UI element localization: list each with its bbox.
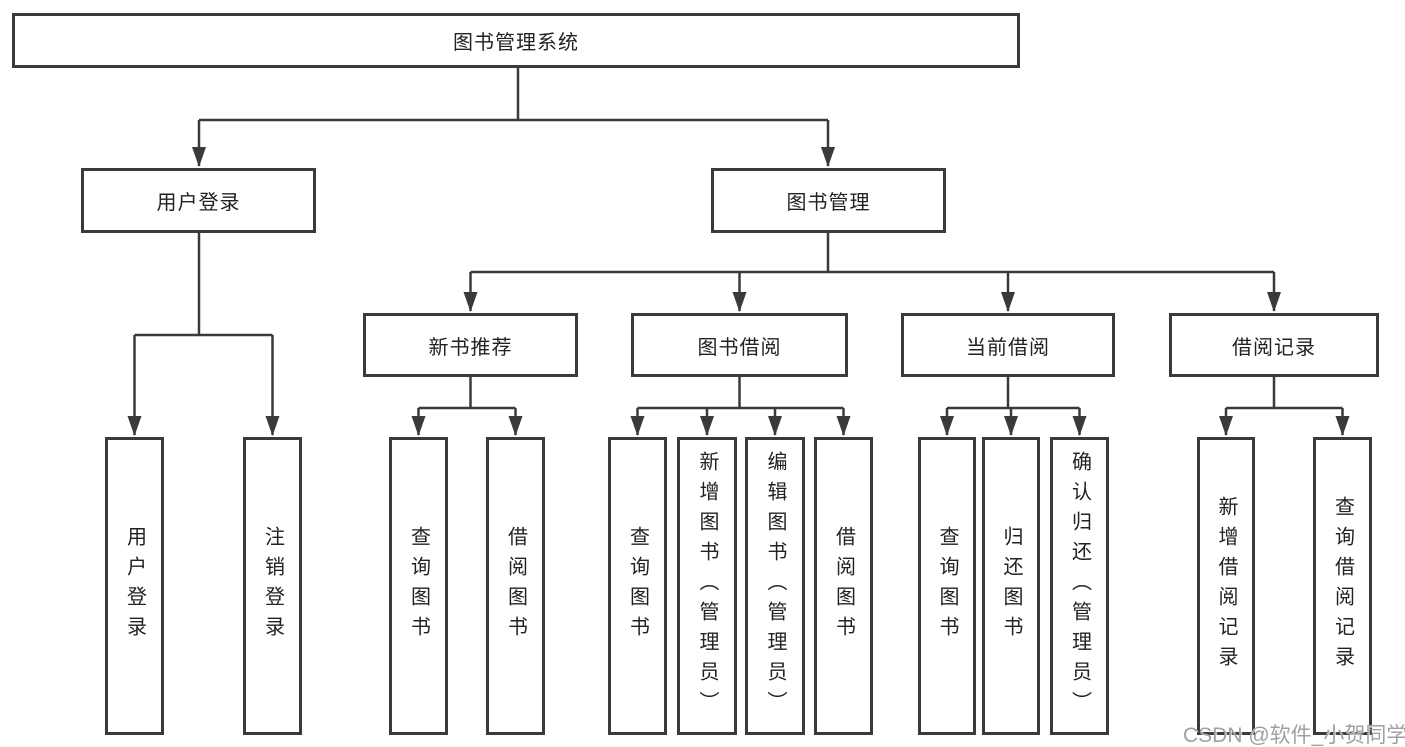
leaf-borrow-books-recommend: 借阅图书 [486, 437, 545, 735]
leaf-query-books-current-label: 查询图书 [936, 526, 958, 646]
node-borrowing-records: 借阅记录 [1169, 313, 1379, 377]
node-user-login: 用户登录 [81, 168, 316, 233]
leaf-user-login-label: 用户登录 [123, 526, 146, 646]
node-current-borrowing: 当前借阅 [901, 313, 1115, 377]
leaf-query-borrow-record: 查询借阅记录 [1313, 437, 1372, 735]
leaf-confirm-return-admin-label: 确认归还（管理员） [1068, 451, 1091, 721]
leaf-query-books-borrowing: 查询图书 [608, 437, 667, 735]
leaf-confirm-return-admin: 确认归还（管理员） [1050, 437, 1109, 735]
node-library-management-system: 图书管理系统 [12, 13, 1020, 68]
leaf-query-books-borrowing-label: 查询图书 [626, 526, 649, 646]
node-new-book-recommend-label: 新书推荐 [428, 336, 513, 359]
leaf-add-borrow-record-label: 新增借阅记录 [1215, 496, 1237, 676]
node-book-borrowing-label: 图书借阅 [697, 336, 782, 359]
leaf-borrow-books-label: 借阅图书 [832, 526, 855, 646]
leaf-add-book-admin: 新增图书（管理员） [677, 437, 737, 735]
leaf-return-book-label: 归还图书 [1000, 526, 1022, 646]
leaf-query-borrow-record-label: 查询借阅记录 [1331, 496, 1354, 676]
leaf-edit-book-admin-label: 编辑图书（管理员） [764, 451, 786, 721]
leaf-logout: 注销登录 [243, 437, 302, 735]
leaf-return-book: 归还图书 [982, 437, 1040, 735]
leaf-user-login: 用户登录 [105, 437, 164, 735]
node-book-borrowing: 图书借阅 [631, 313, 848, 377]
node-new-book-recommend: 新书推荐 [363, 313, 578, 377]
node-borrowing-records-label: 借阅记录 [1232, 336, 1316, 359]
leaf-query-books-recommend: 查询图书 [389, 437, 448, 735]
leaf-borrow-books-recommend-label: 借阅图书 [504, 526, 527, 646]
leaf-edit-book-admin: 编辑图书（管理员） [745, 437, 805, 735]
leaf-borrow-books: 借阅图书 [814, 437, 873, 735]
leaf-query-books-current: 查询图书 [918, 437, 976, 735]
node-current-borrowing-label: 当前借阅 [966, 336, 1050, 359]
node-book-management: 图书管理 [711, 168, 946, 233]
csdn-watermark: CSDN @软件_小贺同学 [1183, 724, 1405, 747]
leaf-logout-label: 注销登录 [261, 526, 284, 646]
leaf-query-books-recommend-label: 查询图书 [407, 526, 430, 646]
leaf-add-book-admin-label: 新增图书（管理员） [696, 451, 718, 721]
node-library-management-system-label: 图书管理系统 [453, 32, 579, 54]
node-book-management-label: 图书管理 [786, 192, 871, 214]
leaf-add-borrow-record: 新增借阅记录 [1197, 437, 1255, 735]
node-user-login-label: 用户登录 [156, 192, 241, 214]
